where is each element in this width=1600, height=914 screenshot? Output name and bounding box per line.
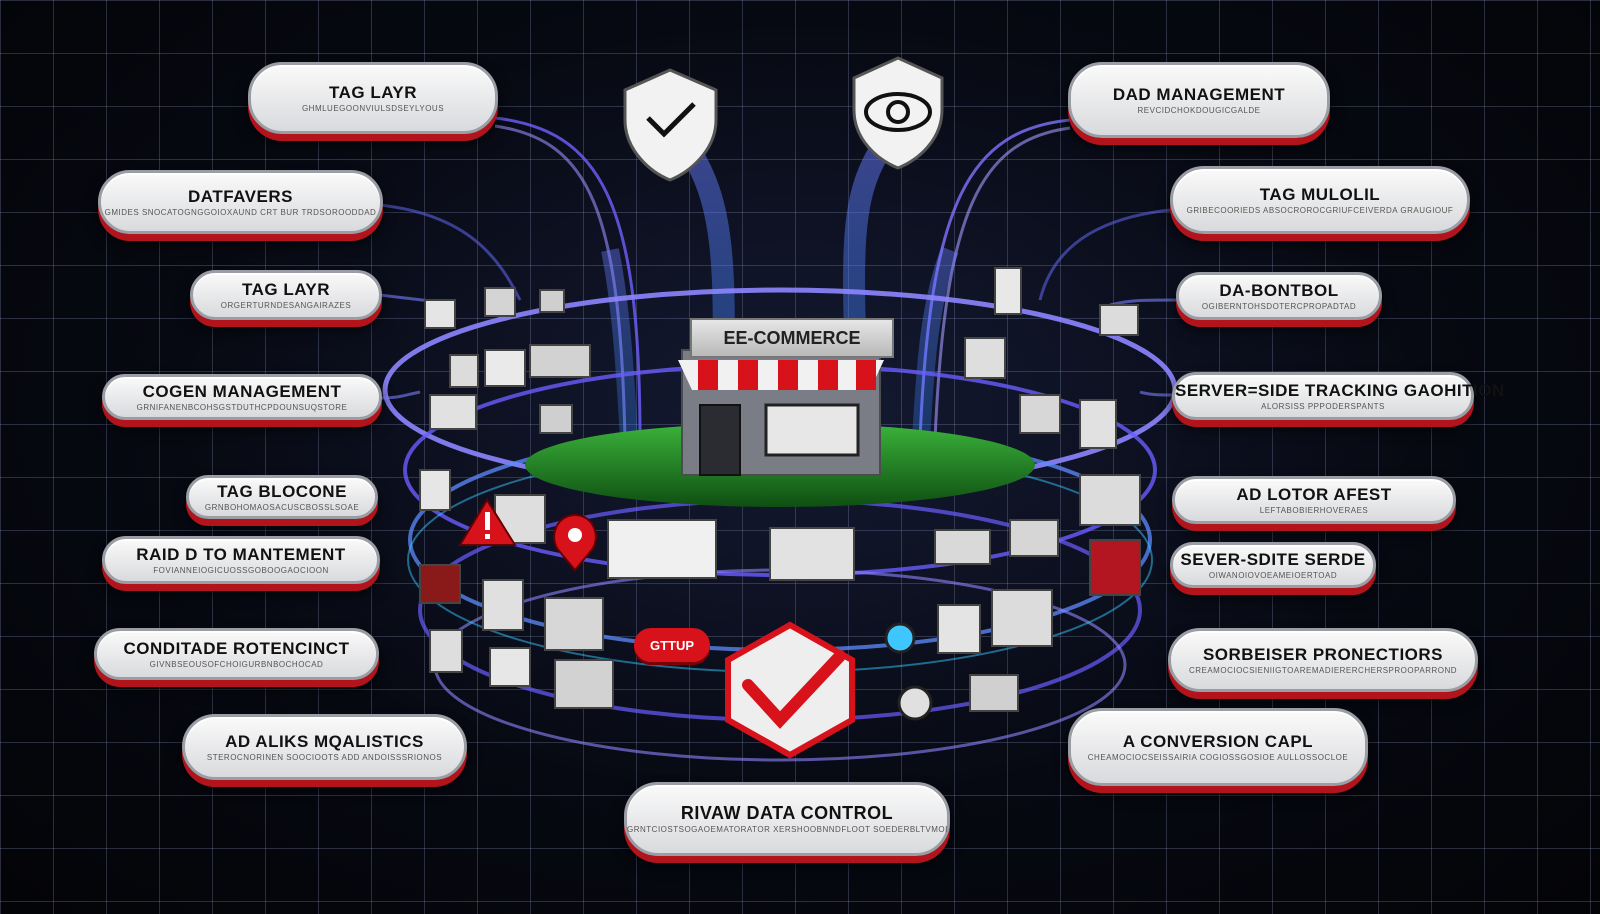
bottom-label: RIVAW DATA CONTROL GRNTCIOSTSOGAOEMATORA… [624, 782, 950, 856]
left-label-2: DATFAVERS GMIDES SNOCATOGNGGOIOXAUND CRT… [98, 170, 383, 234]
right-label-5: AD LOTOR AFEST LEFTABOBIERHOVERAES [1172, 476, 1456, 524]
store-sign: EE-COMMERCE [690, 318, 894, 358]
right-label-7-title: SORBEISER PRONECTIORS [1202, 645, 1444, 664]
right-label-1-subtitle: REVCIDCHOKDOUGICGALDE [1137, 106, 1261, 115]
connection-cables [379, 116, 1181, 441]
right-label-7: SORBEISER PRONECTIORS CREAMOCIOCSIENIIGT… [1168, 628, 1478, 692]
right-label-3: DA-BONTBOL OGIBERNTOHSDOTERCPROPADTAD [1176, 272, 1382, 320]
floating-tiles [419, 267, 1141, 712]
location-pin-icon [553, 513, 597, 572]
right-label-1: DAD MANAGEMENT REVCIDCHOKDOUGICGALDE [1068, 62, 1330, 138]
right-label-4-subtitle: ALORSISS PPPODERSPANTS [1261, 402, 1385, 411]
right-label-2-subtitle: GRIBECOORIEDS ABSOCROROCGRIUFCEIVERDA GR… [1186, 206, 1454, 215]
right-label-6-subtitle: OIWANOIOVOEAMEIOERTOAD [1208, 571, 1338, 580]
shield-eye-icon [852, 56, 944, 170]
right-label-4-title: SERVER=SIDE TRACKING GAOHITION [1175, 381, 1505, 400]
bottom-label-subtitle: GRNTCIOSTSOGAOEMATORATOR XERSHOOBNNDFLOO… [627, 825, 947, 834]
left-label-8-title: AD ALIKS MQALISTICS [225, 732, 424, 751]
right-label-2: TAG MULOLIL GRIBECOORIEDS ABSOCROROCGRIU… [1170, 166, 1470, 234]
left-label-7-title: CONDITADE ROTENCINCT [123, 639, 350, 658]
left-label-8: AD ALIKS MQALISTICS STEROCNORINEN SOOCIO… [182, 714, 467, 780]
gtm-badge: GTTUP [634, 628, 710, 662]
right-label-6-title: SEVER-SDITE SERDE [1180, 550, 1366, 569]
shield-check-icon [623, 68, 718, 182]
left-label-2-subtitle: GMIDES SNOCATOGNGGOIOXAUND CRT BUR TRDSO… [104, 208, 377, 217]
left-label-1-subtitle: GHMLUEGOONVIULSDSEYLYOUS [301, 104, 445, 113]
right-label-8-title: A CONVERSION CAPL [1122, 732, 1314, 751]
right-label-8: A CONVERSION CAPL CHEAMOCIOCSEISSAIRIA C… [1068, 708, 1368, 786]
warning-triangle-icon [458, 498, 517, 546]
right-label-3-title: DA-BONTBOL [1219, 281, 1339, 300]
record-dot-icon [897, 685, 933, 721]
left-label-4-title: COGEN MANAGEMENT [142, 382, 342, 401]
status-dot-icon [884, 622, 916, 654]
left-label-6: RAID D TO MANTEMENT FOVIANNEIOGICUOSSGOB… [102, 536, 380, 584]
left-label-1: TAG LAYR GHMLUEGOONVIULSDSEYLYOUS [248, 62, 498, 134]
right-label-8-subtitle: CHEAMOCIOCSEISSAIRIA COGIOSSGOSIOE AULLO… [1087, 753, 1349, 762]
left-label-8-subtitle: STEROCNORINEN SOOCIOOTS ADD ANDOISSSRION… [206, 753, 443, 762]
left-label-3-subtitle: ORGERTURNDESANGAIRAZES [220, 301, 352, 310]
right-label-5-title: AD LOTOR AFEST [1236, 485, 1392, 504]
left-label-5-title: TAG BLOCONE [217, 482, 347, 501]
right-label-3-subtitle: OGIBERNTOHSDOTERCPROPADTAD [1201, 302, 1357, 311]
left-label-2-title: DATFAVERS [188, 187, 293, 206]
right-label-6: SEVER-SDITE SERDE OIWANOIOVOEAMEIOERTOAD [1170, 542, 1376, 588]
right-label-5-subtitle: LEFTABOBIERHOVERAES [1259, 506, 1369, 515]
left-label-7: CONDITADE ROTENCINCT GIVNBSEOUSOFCHOIGUR… [94, 628, 379, 680]
left-label-4: COGEN MANAGEMENT GRNIFANENBCOHSGSTDUTHCP… [102, 374, 382, 420]
left-label-6-subtitle: FOVIANNEIOGICUOSSGOBOOGAOCIOON [153, 566, 329, 575]
left-label-4-subtitle: GRNIFANENBCOHSGSTDUTHCPDOUNSUQSTORE [136, 403, 348, 412]
storefront-icon [678, 349, 884, 476]
large-check-badge-icon [725, 621, 855, 759]
left-label-7-subtitle: GIVNBSEOUSOFCHOIGURBNBOCHOCAD [149, 660, 324, 669]
left-label-1-title: TAG LAYR [328, 83, 418, 102]
left-label-5: TAG BLOCONE GRNBOHOMAOSACUSCBOSSLSOAE [186, 475, 378, 519]
right-label-1-title: DAD MANAGEMENT [1112, 85, 1286, 104]
left-label-3: TAG LAYR ORGERTURNDESANGAIRAZES [190, 270, 382, 320]
left-label-3-title: TAG LAYR [241, 280, 331, 299]
left-label-6-title: RAID D TO MANTEMENT [136, 545, 346, 564]
right-label-2-title: TAG MULOLIL [1259, 185, 1381, 204]
left-label-5-subtitle: GRNBOHOMAOSACUSCBOSSLSOAE [204, 503, 360, 512]
right-label-7-subtitle: CREAMOCIOCSIENIIGTOAREMADIERERCHERSPROOP… [1188, 666, 1458, 675]
right-label-4: SERVER=SIDE TRACKING GAOHITION ALORSISS … [1172, 372, 1505, 420]
bottom-label-title: RIVAW DATA CONTROL [680, 803, 894, 823]
